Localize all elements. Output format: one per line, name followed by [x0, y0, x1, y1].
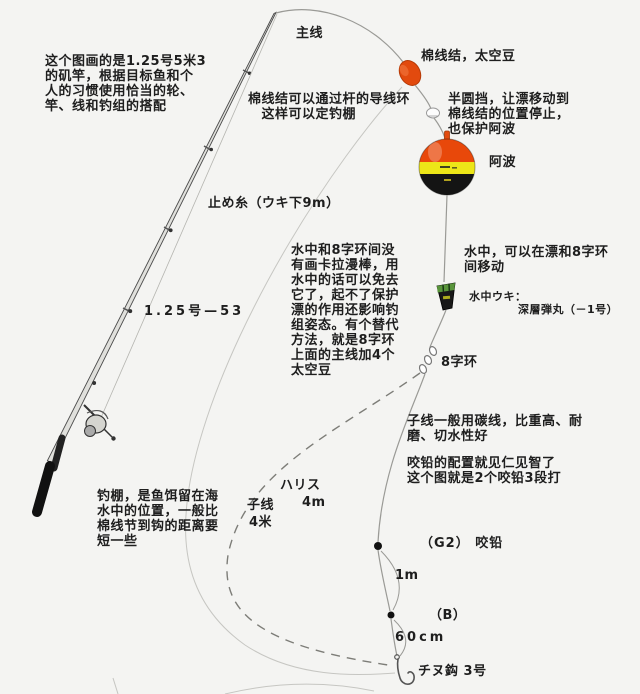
bracket-60cm: [393, 619, 407, 657]
spinning-reel: [83, 404, 116, 441]
line-float-to-suichu: [443, 194, 448, 283]
g2-lead-label: （G2） 咬铅: [420, 536, 504, 551]
line-bead-to-stopper: [414, 84, 432, 110]
rod-blank: [46, 11, 277, 464]
leader-upper: [377, 373, 426, 543]
stopper-body: [426, 107, 440, 119]
chinu-hook: [394, 654, 415, 685]
leader-material-note: 子线一般用碳线，比重高、耐 磨、切水性好: [407, 414, 583, 444]
bite-lead-b: [387, 611, 395, 619]
bite-lead-note: 咬铅的配置就见仁见智了 这个图就是2个咬铅3段打: [407, 456, 562, 486]
reel-foot: [83, 404, 96, 417]
bite-lead-g2: [374, 542, 382, 550]
cotton-knot-label: 棉线结，太空豆: [421, 49, 516, 64]
float-black-mark: [444, 179, 451, 181]
half-stopper-note: 半圆挡，让漂移动到 棉线结的位置停止， 也保护阿波: [448, 92, 570, 137]
suichu-top-band: [437, 283, 455, 293]
rod-spec-label: 1.25号—53: [144, 304, 245, 319]
awa-float-label: 阿波: [489, 155, 517, 170]
b-lead-label: （B）: [429, 608, 467, 623]
figure8-swivel: [418, 346, 438, 374]
swivel-label: 8字环: [441, 355, 478, 370]
length-1m-label: 1m: [395, 568, 419, 583]
suichu-center-note: 水中和8字环间没 有画卡拉漫棒，用 水中的话可以免去 它了，起不了保护 漂的作用…: [291, 243, 400, 378]
bottom-faint-tick: [112, 677, 119, 694]
harisu-length-label: 4m: [302, 495, 326, 510]
line-suichu-to-swivel: [429, 309, 447, 348]
main-line: [275, 9, 404, 63]
reel-crank-knob: [111, 436, 116, 441]
rod-handle: [32, 461, 55, 517]
swivel-ring-bottom: [418, 364, 428, 374]
harisu-label: ハリス: [280, 478, 321, 493]
line-stopper-to-float: [433, 117, 446, 139]
length-60cm-label: 60cm: [395, 630, 447, 645]
suichu-mark: [442, 295, 451, 300]
deep-bullet-label: 深層弾丸（－1号）: [518, 303, 619, 316]
suichu-note: 水中，可以在漂和8字环 间移动: [464, 245, 609, 275]
leader-lower: [390, 618, 398, 657]
bottom-faint-arc: [224, 683, 375, 694]
float-highlight: [428, 142, 442, 162]
bead-highlight: [399, 64, 409, 77]
main-line-label: 主线: [296, 26, 324, 41]
rod-guide-1: [247, 71, 252, 75]
running-line: [99, 13, 278, 421]
reel-bail: [86, 409, 109, 420]
stop-thread-label: 止め糸（ウキ下9m）: [208, 196, 340, 211]
hook-eye: [394, 654, 400, 660]
suichu-uki-label: 水中ウキ：: [469, 290, 527, 303]
ziline-length-label: 4米: [249, 515, 273, 530]
harisu-dashed-line: [226, 372, 421, 666]
bracket-1m: [380, 550, 400, 611]
float-top-orange: [419, 139, 475, 162]
intro-note: 这个图画的是1.25号5米3 的矶竿，根据目标鱼和个 人的习惯使用恰当的轮、 竿…: [45, 54, 207, 114]
rod-guide-4: [128, 309, 133, 314]
reel-crank-arm: [103, 428, 113, 438]
swivel-ring-top: [428, 346, 438, 356]
swivel-barrel: [423, 355, 433, 365]
half-round-stopper: [426, 107, 440, 119]
tana-note: 钓棚，是鱼饵留在海 水中的位置，一般比 棉线节到钩的距离要 短一些: [97, 489, 219, 549]
rod-guide-2: [209, 147, 213, 152]
cotton-knot-bead: [398, 60, 422, 86]
leader-mid: [377, 549, 391, 612]
float-bottom-black: [419, 174, 475, 195]
float-band-mark-2: [452, 167, 457, 169]
reel-spool: [84, 425, 96, 437]
rod-guide-3: [168, 228, 173, 233]
fishing-rod: [32, 11, 278, 517]
ziline-label: 子线: [247, 498, 275, 513]
rod-reel-seat: [50, 434, 66, 472]
awa-float: [418, 130, 476, 196]
guide-ring-note: 棉线结可以通过杆的导线环 这样可以定钓棚: [248, 92, 411, 122]
tana-curve: [185, 86, 403, 675]
rod-guide-5: [92, 381, 97, 385]
hook-label: チヌ鈎 3号: [418, 664, 487, 679]
suichu-float: [436, 282, 456, 311]
hook-bend: [396, 658, 415, 685]
float-band-mark-1: [440, 166, 450, 168]
